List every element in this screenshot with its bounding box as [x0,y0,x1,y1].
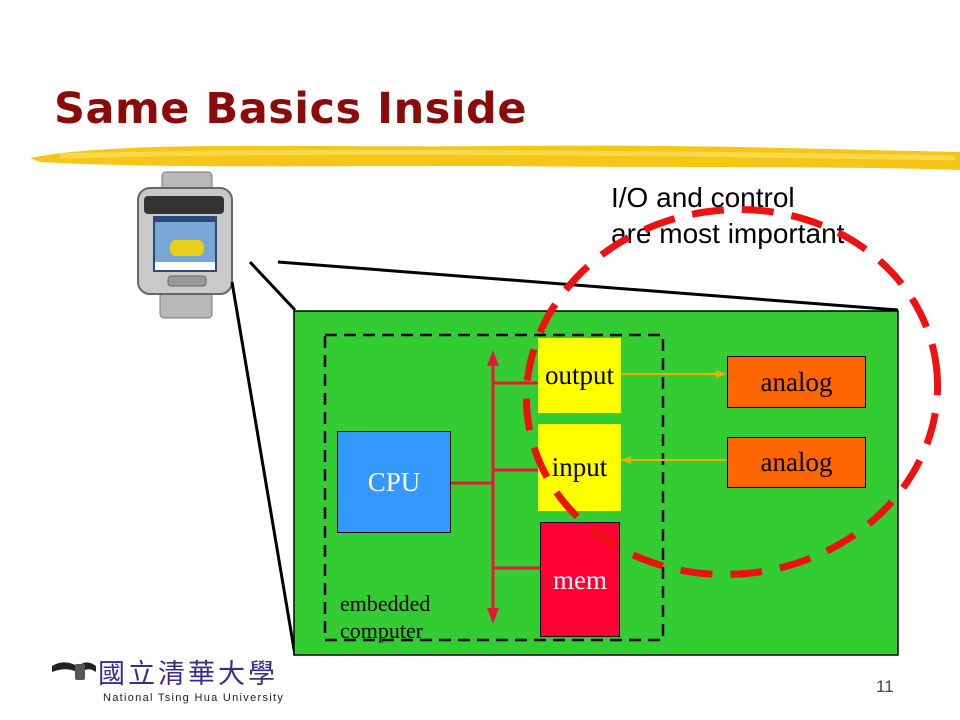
input-block: input [538,424,621,511]
io-annotation: I/O and control are most important [611,180,844,252]
analog-input-device: analog [727,437,866,488]
page-number: 11 [876,677,894,696]
embedded-label-line1: embedded [340,591,431,616]
annotation-line1: I/O and control [611,182,795,213]
embedded-computer-label: embedded computer [340,590,430,644]
embedded-label-line2: computer [340,618,424,643]
university-logo-chinese: 國立清華大學 [98,659,278,690]
slide-title: Same Basics Inside [54,84,527,134]
analog-output-device: analog [727,356,866,408]
cpu-block: CPU [337,431,451,533]
annotation-line2: are most important [611,218,845,249]
title-underline-brush [30,145,960,170]
memory-block: mem [540,522,620,637]
watch-image [137,171,233,319]
university-logo-english: National Tsing Hua University [103,692,285,704]
output-block: output [538,338,621,413]
